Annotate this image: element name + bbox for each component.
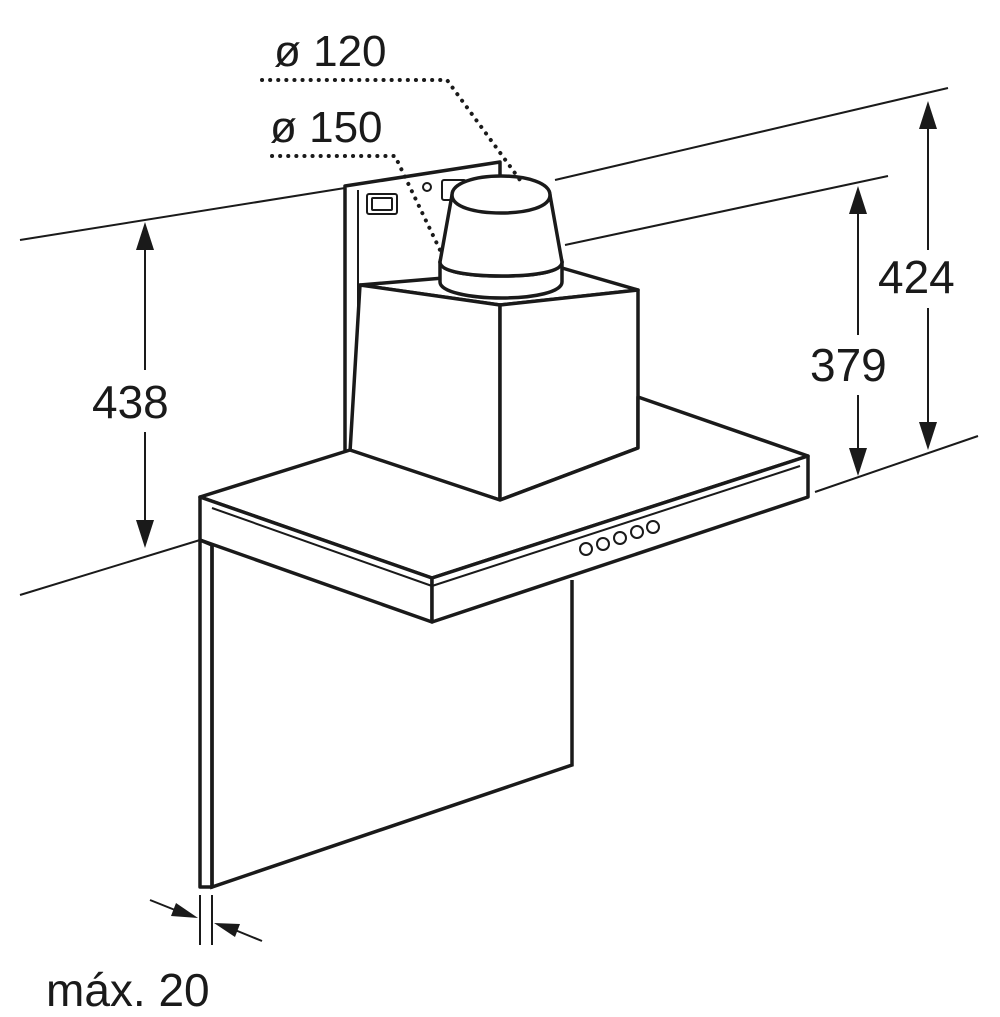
dimension-right-outer-height xyxy=(919,101,937,450)
wall-lines xyxy=(19,87,979,596)
rear-panel-edge xyxy=(198,538,214,889)
rear-panel-outline xyxy=(210,545,574,890)
dimension-left-height xyxy=(136,222,154,548)
control-button-5[interactable] xyxy=(646,520,660,534)
control-button-2[interactable] xyxy=(596,537,610,551)
leader-dia-150 xyxy=(270,154,442,252)
control-panel xyxy=(579,520,660,556)
mount-screw-hole xyxy=(422,182,432,192)
label-height-438: 438 xyxy=(92,376,169,428)
wall-bottom-line-left xyxy=(19,539,201,596)
dim-424-arrow-down xyxy=(919,422,937,450)
leader-dia-120 xyxy=(260,78,522,182)
label-height-379: 379 xyxy=(810,339,887,391)
rear-panel xyxy=(198,538,574,890)
duct-opening xyxy=(450,174,552,215)
duct-diameter-leaders xyxy=(260,78,522,252)
label-max-gap: máx. 20 xyxy=(46,964,210,1016)
dim-379-arrow-down xyxy=(849,448,867,476)
dimension-right-inner-height xyxy=(849,186,867,476)
canopy-inner-line-side xyxy=(431,465,801,587)
dim-424-arrow-up xyxy=(919,101,937,129)
wall-mid-line-right xyxy=(564,175,889,246)
duct-connector xyxy=(438,174,564,300)
wall-top-line-left xyxy=(19,187,346,241)
duct-cone xyxy=(438,193,564,278)
dim-379-arrow-up xyxy=(849,186,867,214)
label-dia-120: ø 120 xyxy=(274,27,387,76)
control-button-1[interactable] xyxy=(579,542,593,556)
dim-gap-arrow-left xyxy=(171,903,198,918)
mount-slot-left-inner xyxy=(371,197,393,211)
wall-top-line-right xyxy=(554,87,949,181)
dimension-bottom-gap xyxy=(149,895,263,945)
chimney-box xyxy=(348,266,640,502)
dimension-labels: ø 120 ø 150 438 379 424 máx. 20 xyxy=(46,27,955,1016)
dim-438-arrow-down xyxy=(136,520,154,548)
canopy-inner-line-front xyxy=(211,507,433,587)
wall-bottom-line-right xyxy=(814,435,979,493)
dim-gap-leader-right xyxy=(234,929,263,942)
control-button-3[interactable] xyxy=(613,531,627,545)
label-height-424: 424 xyxy=(878,251,955,303)
control-button-4[interactable] xyxy=(630,525,644,539)
dim-gap-arrow-right xyxy=(214,923,240,937)
label-dia-150: ø 150 xyxy=(270,103,383,152)
dim-438-arrow-up xyxy=(136,222,154,250)
